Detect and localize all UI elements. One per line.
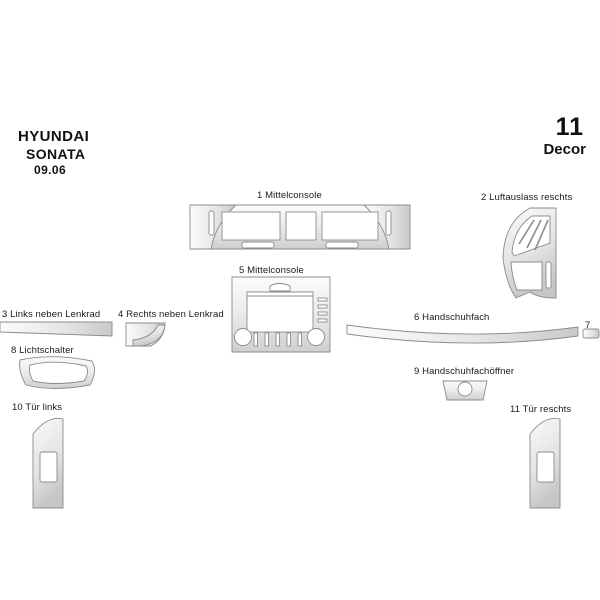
part-11-shape [529,417,561,509]
part-6-shape [346,324,579,344]
kit-number: 11 [555,113,584,141]
part-8-shape [19,356,95,389]
part-5-shape [231,276,331,353]
kit-word: Decor [543,141,586,158]
label-part-4: 4 Rechts neben Lenkrad [118,309,224,320]
part-2-shape [502,207,557,299]
label-part-11: 11 Tür reschts [510,404,572,415]
label-part-1: 1 Mittelconsole [257,190,322,201]
part-9-shape [442,380,488,401]
brand-date: 09.06 [34,163,67,177]
label-part-3: 3 Links neben Lenkrad [2,309,101,320]
label-part-7: 7 [585,320,591,331]
label-part-9: 9 Handschuhfachöffner [414,366,515,377]
part-4-shape [125,322,166,347]
label-part-8: 8 Lichtschalter [11,345,74,356]
label-part-5: 5 Mittelconsole [239,265,304,276]
part-1-shape [189,204,411,250]
brand-make: HYUNDAI [18,128,90,145]
label-part-10: 10 Tür links [12,402,63,413]
part-3-shape [0,321,113,337]
part-10-shape [32,417,64,509]
label-part-6: 6 Handschuhfach [414,312,490,323]
label-part-2: 2 Luftauslass reschts [481,192,573,203]
part-7-shape [582,328,600,339]
brand-model: SONATA [26,146,86,162]
